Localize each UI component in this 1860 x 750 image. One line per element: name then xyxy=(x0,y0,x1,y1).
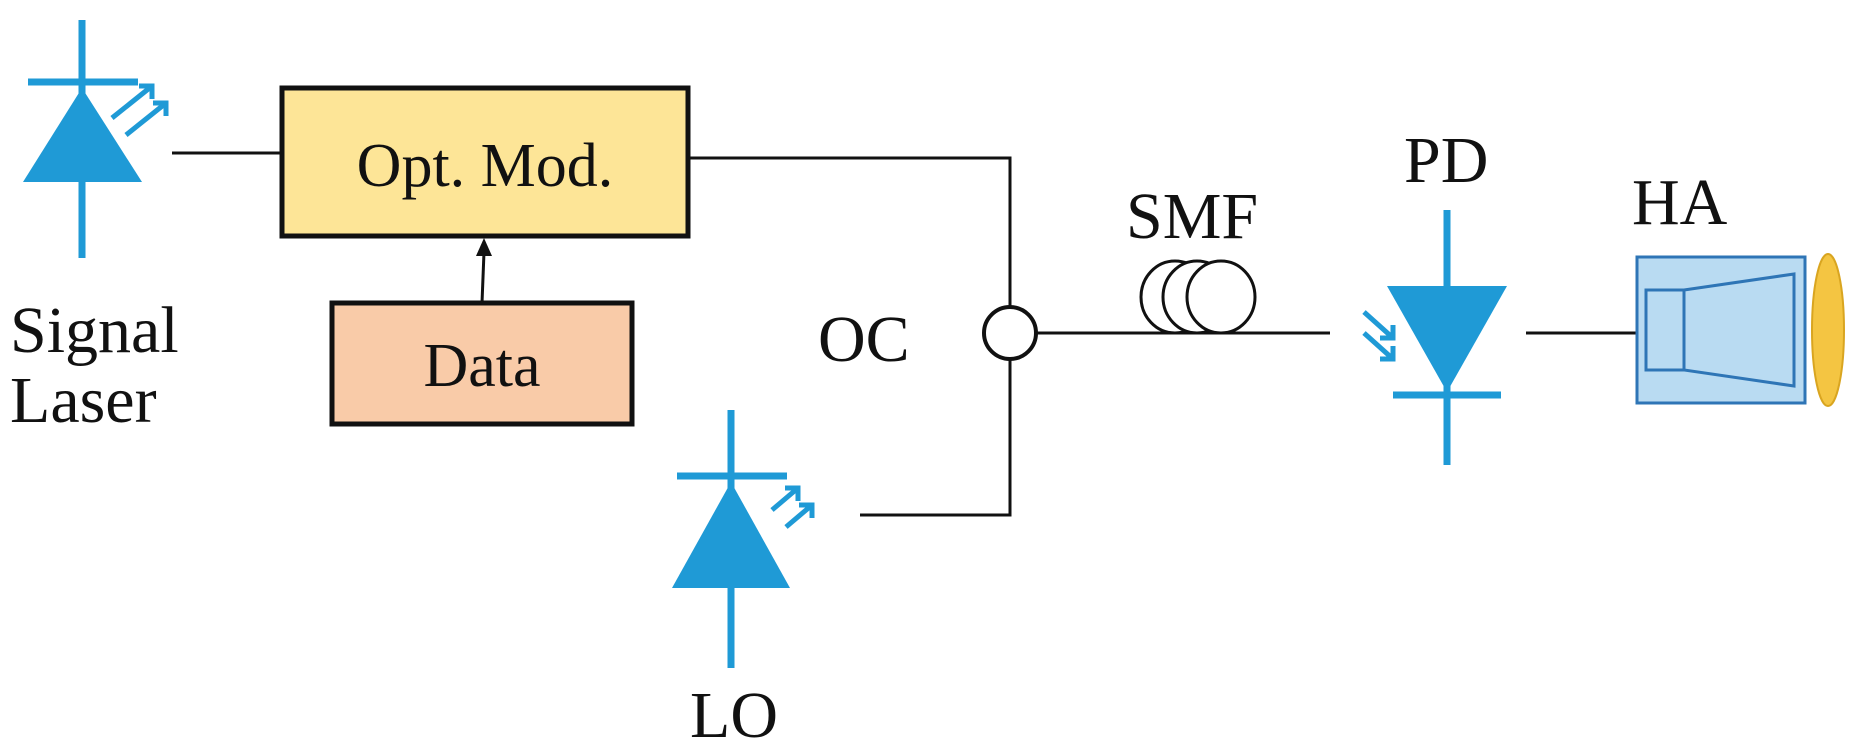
horn-antenna-label: HA xyxy=(1632,166,1728,239)
fiber-label: SMF xyxy=(1126,180,1258,253)
signal-laser-icon xyxy=(23,20,169,258)
optical-modulator-box: Opt. Mod. xyxy=(279,85,691,239)
signal-laser-label: Signal xyxy=(10,294,179,367)
photodiode-label: PD xyxy=(1404,124,1488,197)
photodiode-icon xyxy=(1362,210,1507,465)
lens-icon xyxy=(1811,253,1845,407)
local-oscillator-laser-icon xyxy=(672,410,815,668)
optical-modulator-label: Opt. Mod. xyxy=(357,132,614,200)
optical-coupler-icon xyxy=(982,305,1038,361)
fiber-spool-icon xyxy=(1139,259,1257,335)
signal-laser-label-line2: Laser xyxy=(10,364,157,437)
data-box: Data xyxy=(329,300,635,427)
data-label: Data xyxy=(423,332,540,400)
wire-lo-to-coupler xyxy=(860,359,1012,517)
horn-antenna-icon xyxy=(1635,253,1845,407)
data-to-modulator-arrow xyxy=(476,238,492,304)
wire-modulator-to-coupler xyxy=(688,156,1012,307)
local-oscillator-label: LO xyxy=(690,679,778,750)
optical-coupler-label: OC xyxy=(818,303,910,376)
